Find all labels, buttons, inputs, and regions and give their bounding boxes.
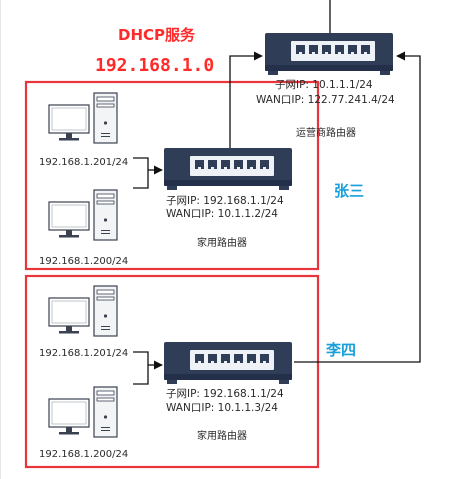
home1-pc2-icon bbox=[48, 189, 118, 241]
home2-boundary bbox=[24, 274, 320, 469]
home1-boundary bbox=[24, 80, 320, 271]
home2-router-label: 家用路由器 bbox=[197, 431, 247, 442]
home2-to-isp-arrow bbox=[294, 51, 421, 363]
home2-pc1-icon bbox=[48, 285, 118, 337]
home1-pc1-ip: 192.168.1.201/24 bbox=[39, 157, 129, 168]
home2-router-subnet-ip: 子网IP: 192.168.1.1/24 bbox=[166, 388, 284, 400]
isp-router-icon bbox=[265, 33, 393, 75]
home1-pc1-icon bbox=[48, 92, 118, 144]
isp-router-subnet-ip: 子网IP: 10.1.1.1/24 bbox=[275, 79, 373, 91]
home2-owner-label: 李四 bbox=[326, 341, 357, 359]
home1-to-isp-arrow bbox=[229, 51, 263, 148]
home2-router-wan-ip: WAN口IP: 10.1.1.3/24 bbox=[166, 402, 278, 414]
isp-router-label: 运营商路由器 bbox=[296, 128, 356, 139]
canvas-edge bbox=[0, 0, 1, 479]
home2-pc2-icon bbox=[48, 386, 118, 438]
isp-router-wan-ip: WAN口IP: 122.77.241.4/24 bbox=[256, 94, 395, 106]
home1-router-subnet-ip: 子网IP: 192.168.1.1/24 bbox=[166, 195, 284, 207]
dhcp-service-title: DHCP服务 bbox=[118, 26, 196, 44]
home2-pc-link bbox=[133, 351, 149, 385]
home1-pc-link bbox=[133, 157, 149, 189]
home1-router-wan-ip: WAN口IP: 10.1.1.2/24 bbox=[166, 208, 278, 220]
dhcp-network-address: 192.168.1.0 bbox=[95, 55, 215, 76]
home1-owner-label: 张三 bbox=[334, 182, 365, 200]
home1-router-label: 家用路由器 bbox=[197, 238, 247, 249]
home1-pc2-ip: 192.168.1.200/24 bbox=[39, 256, 129, 267]
home2-pc1-ip: 192.168.1.201/24 bbox=[39, 348, 129, 359]
home2-pc2-ip: 192.168.1.200/24 bbox=[39, 449, 129, 460]
home2-router-icon bbox=[164, 342, 292, 384]
home1-router-icon bbox=[164, 148, 292, 190]
